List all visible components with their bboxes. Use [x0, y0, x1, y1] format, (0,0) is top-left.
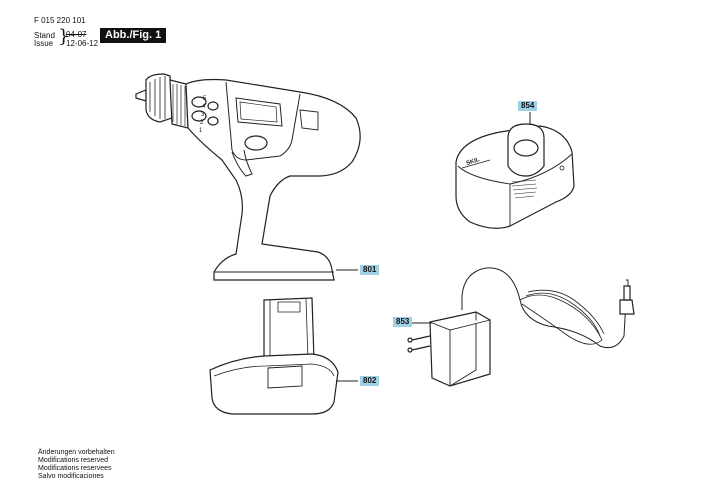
part-label-853: 853: [393, 317, 413, 327]
svg-text:4: 4: [202, 104, 206, 110]
charger-illustration: SKIL: [455, 123, 575, 229]
document-number: F 015 220 101: [34, 16, 86, 25]
stand-label: Stand: [34, 31, 55, 40]
modifications-notice: Änderungen vorbehalten Modifications res…: [38, 449, 115, 481]
adapter-illustration: [407, 267, 635, 387]
footer-line-de: Änderungen vorbehalten: [38, 449, 115, 456]
part-label-802: 802: [360, 376, 380, 386]
svg-text:3: 3: [201, 112, 205, 118]
part-label-801: 801: [360, 265, 380, 275]
date-brace: }: [58, 26, 70, 47]
footer-line-es: Salvo modificaciones: [38, 473, 104, 480]
part-label-854: 854: [518, 101, 538, 111]
charger-brand: SKIL: [466, 157, 481, 167]
leader-lines: [336, 112, 531, 382]
stand-date: 04-07: [66, 30, 87, 39]
issue-label: Issue: [34, 39, 54, 48]
issue-date: 12-06-12: [66, 39, 99, 48]
battery-illustration: [209, 297, 339, 415]
footer-line-fr: Modifications reservees: [38, 465, 112, 472]
footer-line-en: Modifications reserved: [38, 457, 109, 464]
figure-label: Abb./Fig. 1: [100, 28, 167, 43]
svg-text:2: 2: [200, 120, 204, 126]
svg-text:1: 1: [199, 128, 203, 134]
